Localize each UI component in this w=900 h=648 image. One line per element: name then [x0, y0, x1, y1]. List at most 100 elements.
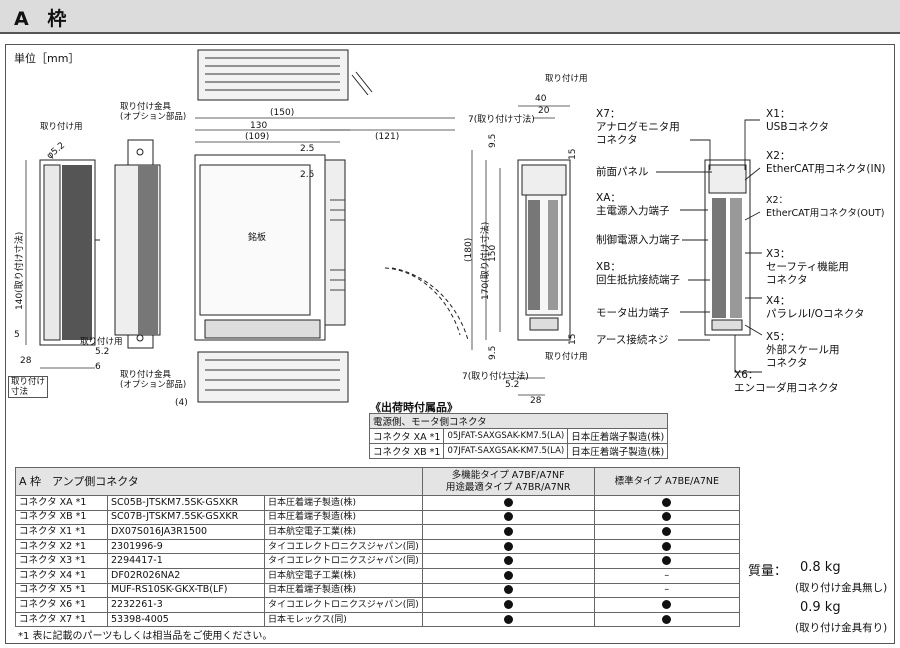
- dim-130: 130: [250, 121, 268, 131]
- front-view: [517, 159, 571, 341]
- callout-xb: XB： 回生抵抗接続端子: [596, 261, 680, 286]
- dim-170: 170(取り付け寸法): [481, 221, 491, 300]
- cell-multi: [421, 538, 595, 555]
- mass-value-2: 0.9 kg: [800, 600, 841, 615]
- cell-name: コネクタ X1 *1: [15, 524, 108, 540]
- dim-28b: 28: [530, 396, 542, 406]
- available-dot-icon: [503, 541, 513, 551]
- dim-7b: 7(取り付け寸法): [462, 372, 529, 382]
- unit-label: 単位［mm］: [14, 52, 80, 65]
- available-dot-icon: [503, 570, 513, 580]
- connector-table: A 枠 アンプ側コネクタ 多機能タイプ A7BF/A7NF 用途最適タイプ A7…: [15, 467, 741, 628]
- cell-part: 2232261-3: [107, 597, 265, 613]
- dim-15a: 15: [568, 148, 578, 160]
- cell-part: MUF-RS10SK-GKX-TB(LF): [107, 582, 265, 599]
- callout-x5: X5： 外部スケール用 コネクタ: [766, 331, 840, 369]
- dim-28a: 28: [20, 356, 32, 366]
- cell-maker: タイコエレクトロニクスジャパン(同): [264, 553, 423, 569]
- callout-xa: XA： 主電源入力端子: [596, 192, 670, 217]
- cell-std: [593, 597, 741, 613]
- cell-name: コネクタ X3 *1: [15, 553, 108, 569]
- side-view-left: [39, 159, 96, 346]
- callout-earth-screw: アース接続ネジ: [596, 334, 669, 346]
- cell-std: [593, 524, 741, 540]
- cell-maker: 日本航空電子工業(株): [264, 567, 423, 584]
- accessories-caption: 電源側、モータ側コネクタ: [368, 413, 669, 429]
- available-dot-icon: [503, 599, 513, 609]
- cell-name: コネクタ X6 *1: [15, 597, 108, 613]
- dim-40: 40: [535, 94, 547, 104]
- callout-front-panel: 前面パネル: [596, 166, 649, 178]
- available-dot-icon: [662, 512, 672, 522]
- mass-note-2: (取り付け金具有り): [795, 622, 888, 634]
- cell-multi: [421, 524, 595, 540]
- header-std: 標準タイプ A7BE/A7NE: [593, 467, 741, 496]
- cell-maker: 日本モレックス(同): [264, 611, 423, 628]
- dim-140: 140(取り付け寸法): [15, 231, 25, 310]
- mass-label: 質量：: [748, 564, 788, 579]
- cell-multi: [421, 611, 595, 628]
- cell-multi: [421, 495, 595, 511]
- dim-5-2b: 5.2: [505, 380, 520, 390]
- cell-maker: 日本圧着端子製造(株): [264, 582, 423, 599]
- bracket-label-bottom: 取り付け金具 (オプション部品): [120, 370, 187, 390]
- dim-150: (150): [270, 108, 295, 118]
- available-dot-icon: [662, 497, 672, 507]
- cell-name: コネクタ X7 *1: [15, 611, 108, 628]
- table-row: コネクタ XA *1 05JFAT-SAXGSAK-KM7.5(LA) 日本圧着…: [368, 428, 669, 444]
- dim-2-5a: 2.5: [300, 144, 315, 154]
- table-header: A 枠 アンプ側コネクタ 多機能タイプ A7BF/A7NF 用途最適タイプ A7…: [15, 467, 741, 496]
- footnote: *1 表に記載のパーツもしくは相当品をご使用ください。: [18, 631, 273, 642]
- callout-control-power: 制御電源入力端子: [596, 234, 680, 246]
- available-dot-icon: [503, 614, 513, 624]
- bracket-label-top: 取り付け金具 (オプション部品): [120, 102, 187, 122]
- cell-multi: [421, 509, 595, 526]
- mount-label-left: 取り付け用: [40, 122, 83, 132]
- cell-part: DX07S016JA3R1500: [107, 524, 265, 540]
- cell-std: [593, 553, 741, 569]
- cell-multi: [421, 582, 595, 599]
- mount-label-mid: 取り付け用: [80, 337, 123, 347]
- dim-2-5b: 2.5: [300, 170, 315, 180]
- available-dot-icon: [503, 585, 513, 595]
- dim-180: (180): [464, 237, 474, 262]
- callout-x2-out: X2： EtherCAT用コネクタ(OUT): [766, 195, 885, 219]
- dim-109: (109): [245, 132, 270, 142]
- section-header: A 枠: [0, 0, 900, 34]
- dim-15b: 15: [568, 333, 578, 345]
- cell-maker: 日本圧着端子製造(株): [264, 495, 423, 511]
- section-title: A 枠: [14, 8, 73, 30]
- cell-std: –: [593, 567, 741, 584]
- callout-motor-output: モータ出力端子: [596, 307, 670, 319]
- cell-std: [593, 495, 741, 511]
- cell-name: コネクタ XB *1: [15, 509, 108, 526]
- nameplate-label: 銘板: [248, 233, 267, 243]
- available-dot-icon: [662, 599, 672, 609]
- header-multi: 多機能タイプ A7BF/A7NF 用途最適タイプ A7BR/A7NR: [421, 467, 595, 496]
- callout-x2-in: X2： EtherCAT用コネクタ(IN): [766, 150, 886, 175]
- cell-name: コネクタ X4 *1: [15, 567, 108, 584]
- cell-part: 2301996-9: [107, 538, 265, 555]
- callout-x1: X1： USBコネクタ: [766, 108, 830, 133]
- callout-x4: X4： パラレルI/Oコネクタ: [766, 295, 865, 320]
- dim-9-5b: 9.5: [488, 345, 498, 360]
- drawing-frame: [5, 44, 895, 644]
- cell-std: [593, 509, 741, 526]
- cell-part: SC05B-JTSKM7.5SK-GSXKR: [107, 495, 265, 511]
- dim-7a: 7(取り付け寸法): [468, 115, 535, 125]
- table-row: コネクタ XB *1 07JFAT-SAXGSAK-KM7.5(LA) 日本圧着…: [368, 443, 669, 459]
- cell-name: コネクタ X5 *1: [15, 582, 108, 599]
- cell-std: [593, 538, 741, 555]
- mount-label-right-bottom: 取り付け用: [545, 352, 588, 362]
- dim-6: 6: [95, 362, 101, 372]
- cell-maker: タイコエレクトロニクスジャパン(同): [264, 597, 423, 613]
- cell-maker: 日本圧着端子製造(株): [264, 509, 423, 526]
- available-dot-icon: [503, 512, 513, 522]
